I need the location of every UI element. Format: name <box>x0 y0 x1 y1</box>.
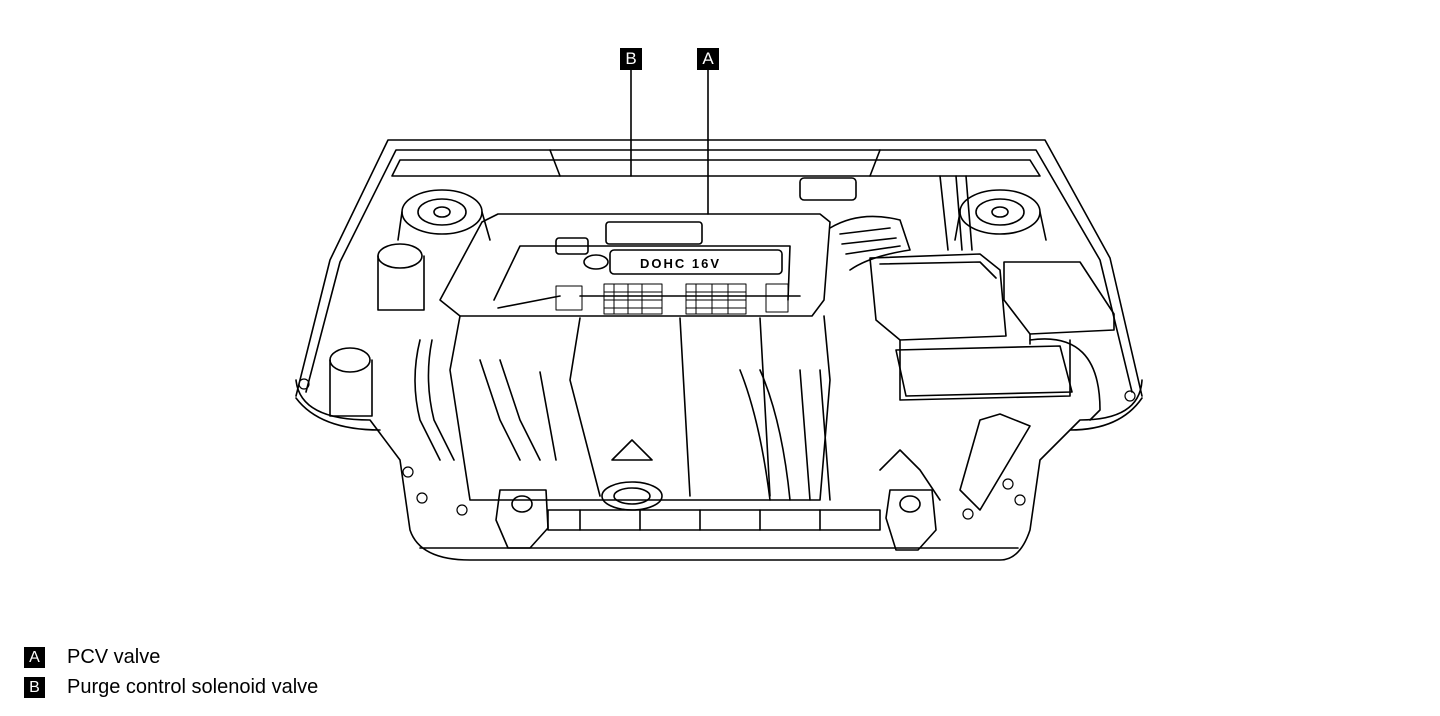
callout-b-label: B <box>620 48 642 70</box>
left-strut-tower <box>397 189 491 241</box>
legend-item-a: A PCV valve <box>24 646 160 669</box>
battery <box>895 261 1115 397</box>
left-hoses <box>414 339 557 461</box>
legend-item-b: B Purge control solenoid valve <box>24 676 318 699</box>
support-bolts <box>298 378 1136 520</box>
callout-a-label: A <box>697 48 719 70</box>
engine-block <box>449 315 831 511</box>
cover-vents <box>555 283 789 315</box>
cowl-panel <box>391 159 1041 177</box>
right-bracket <box>959 413 1031 511</box>
legend-key-b: B <box>24 677 45 698</box>
engine-mount-right <box>885 489 937 551</box>
legend-key-a: A <box>24 647 45 668</box>
engine-cover-text: DOHC 16V <box>640 256 721 271</box>
right-hoses <box>879 175 1101 501</box>
radiator-hose <box>739 369 831 501</box>
engine-mount-left <box>495 489 549 549</box>
legend-text-b: Purge control solenoid valve <box>67 676 319 698</box>
air-cleaner-box <box>869 253 1071 401</box>
legend-text-a: PCV valve <box>67 646 161 668</box>
engine-cover <box>439 213 831 317</box>
coolant-reservoir <box>329 243 425 417</box>
hood-outline <box>295 139 1143 397</box>
air-intake-hose <box>799 177 911 271</box>
front-crossmember <box>295 379 1143 561</box>
